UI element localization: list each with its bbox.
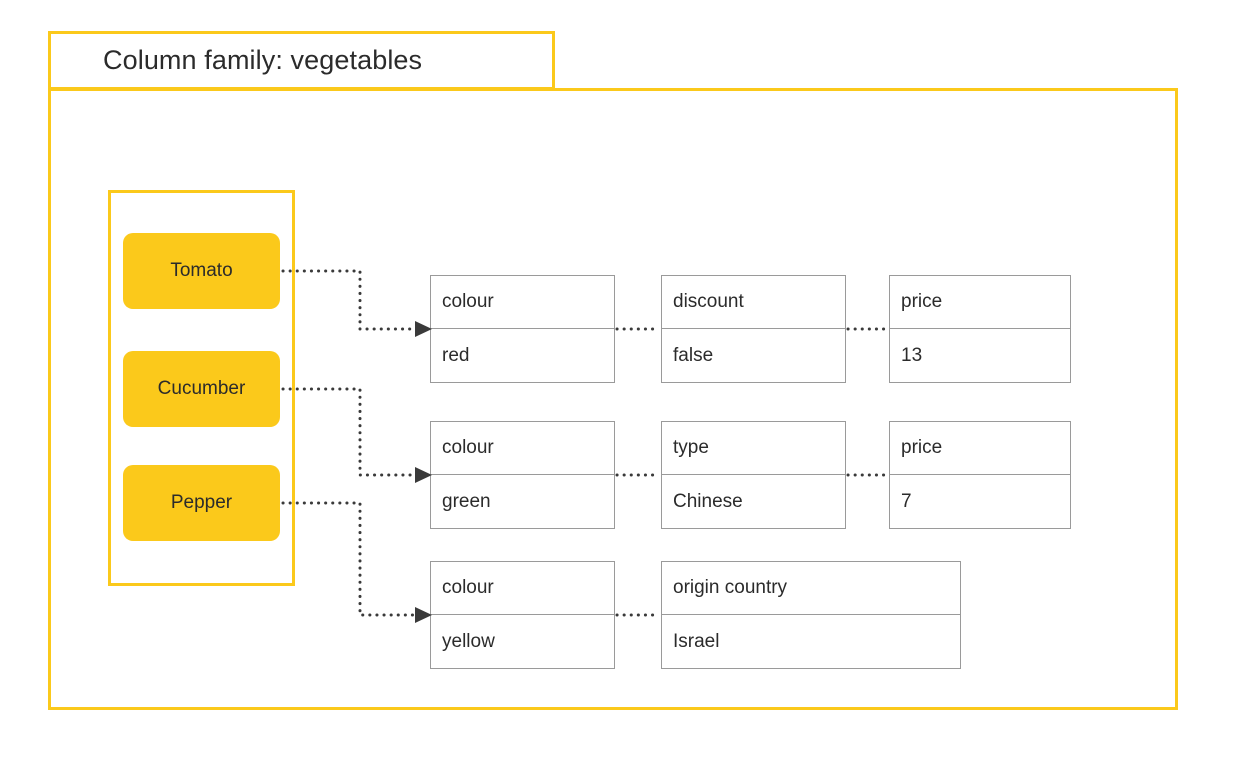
row-key-label: Tomato <box>170 260 233 281</box>
cell-box[interactable]: colour green <box>430 421 615 529</box>
row-key-label: Pepper <box>170 492 233 513</box>
cell-key: discount <box>662 276 845 329</box>
cell-box[interactable]: price 7 <box>889 421 1071 529</box>
cell-box[interactable]: price 13 <box>889 275 1071 383</box>
cell-key: colour <box>431 422 614 475</box>
cell-value: 7 <box>901 490 912 512</box>
cell-value: false <box>673 344 714 366</box>
cell-box[interactable]: colour red <box>430 275 615 383</box>
cell-box[interactable]: discount false <box>661 275 846 383</box>
cell-key: colour <box>431 562 614 615</box>
cell-box[interactable]: type Chinese <box>661 421 846 529</box>
row-key-label: Cucumber <box>157 378 246 399</box>
cell-key: price <box>890 422 1070 475</box>
cell-value: yellow <box>442 630 495 652</box>
cell-box[interactable]: origin country Israel <box>661 561 961 669</box>
cell-key: origin country <box>662 562 960 615</box>
row-key-cucumber[interactable]: Cucumber <box>123 351 280 427</box>
cell-key: price <box>890 276 1070 329</box>
cell-value: Israel <box>673 630 720 652</box>
cell-value: green <box>442 490 491 512</box>
cell-value: 13 <box>901 344 923 366</box>
cell-value: red <box>442 344 470 366</box>
column-family-title-tab: Column family: vegetables <box>48 31 555 90</box>
cell-key: colour <box>431 276 614 329</box>
cell-key: type <box>662 422 845 475</box>
cell-box[interactable]: colour yellow <box>430 561 615 669</box>
row-key-pepper[interactable]: Pepper <box>123 465 280 541</box>
page-title: Column family: vegetables <box>103 45 423 75</box>
cell-value: Chinese <box>673 490 743 512</box>
row-key-tomato[interactable]: Tomato <box>123 233 280 309</box>
